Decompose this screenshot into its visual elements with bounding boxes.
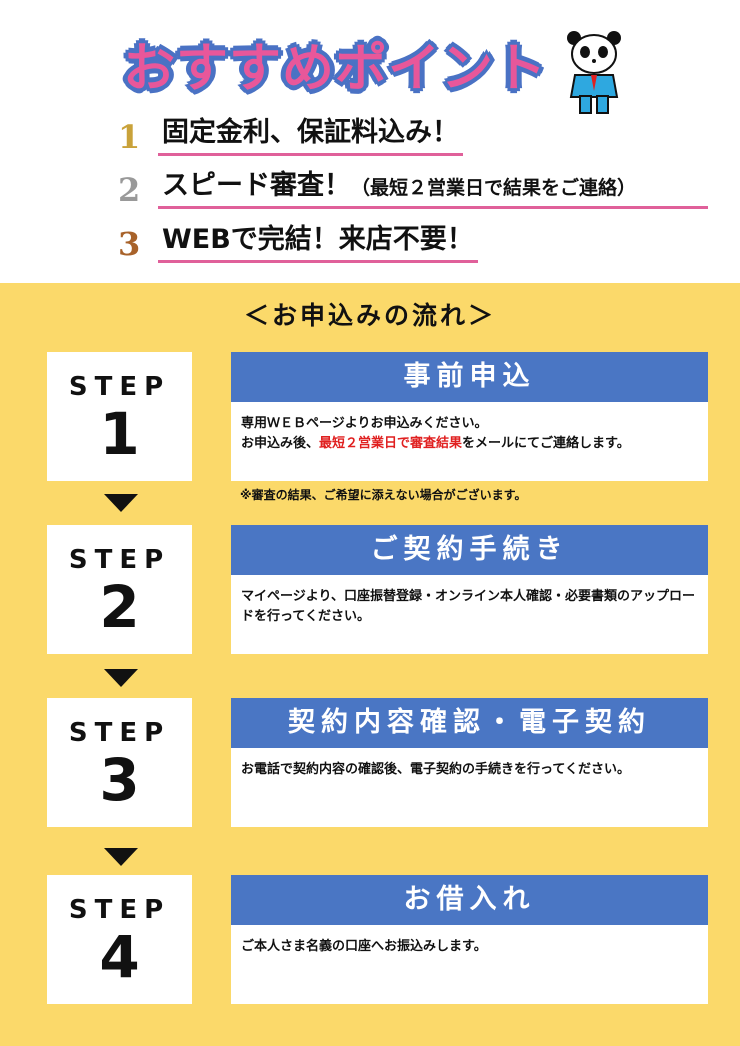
step-body: ご本人さま名義の口座へお振込みします。 xyxy=(241,939,487,954)
point-text-main: スピード審査！ xyxy=(162,170,351,201)
step-4-badge: STEP 4 xyxy=(47,875,192,1004)
point-text: WEBで完結！来店不要！ xyxy=(158,217,478,263)
step-number: 1 xyxy=(99,400,140,468)
point-number: 1 xyxy=(118,118,141,156)
text: をメールにてご連絡します。 xyxy=(462,436,630,451)
point-1: 1 固定金利、保証料込み！ xyxy=(118,110,463,156)
step-1-badge: STEP 1 xyxy=(47,352,192,481)
step-body: マイページより、口座振替登録・オンライン本人確認・必要書類のアップロードを行って… xyxy=(241,589,695,624)
step-1-card: 事前申込 専用ＷＥＢページよりお申込みください。 お申込み後、最短２営業日で審査… xyxy=(231,352,708,481)
step-2-badge: STEP 2 xyxy=(47,525,192,654)
step-label: STEP xyxy=(68,372,171,402)
step-3-badge: STEP 3 xyxy=(47,698,192,827)
point-text: 固定金利、保証料込み！ xyxy=(158,110,463,156)
flow-title: ＜お申込みの流れ＞ xyxy=(243,301,496,330)
down-arrow-icon xyxy=(104,669,138,687)
point-note: （最短２営業日で結果をご連絡） xyxy=(351,177,637,199)
step-label: STEP xyxy=(68,545,171,575)
point-number: 3 xyxy=(118,225,141,263)
step-number: 3 xyxy=(99,746,140,814)
point-number: 2 xyxy=(118,171,141,209)
step-label: STEP xyxy=(68,895,171,925)
step-body: お電話で契約内容の確認後、電子契約の手続きを行ってください。 xyxy=(241,762,630,777)
step-body: 専用ＷＥＢページよりお申込みください。 お申込み後、最短２営業日で審査結果をメー… xyxy=(231,402,708,466)
step-number: 2 xyxy=(99,573,140,641)
highlight-text: 最短２営業日で審査結果 xyxy=(319,436,463,451)
step-title: ご契約手続き xyxy=(231,525,708,575)
point-2: 2 スピード審査！（最短２営業日で結果をご連絡） xyxy=(118,163,708,209)
panda-mascot-icon xyxy=(567,31,621,114)
step-3-card: 契約内容確認・電子契約 お電話で契約内容の確認後、電子契約の手続きを行ってくださ… xyxy=(231,698,708,827)
point-text: スピード審査！（最短２営業日で結果をご連絡） xyxy=(158,163,708,209)
step-body-line: お申込み後、最短２営業日で審査結果をメールにてご連絡します。 xyxy=(241,434,698,454)
step-number: 4 xyxy=(99,923,140,991)
step-title: 契約内容確認・電子契約 xyxy=(231,698,708,748)
step-4-card: お借入れ ご本人さま名義の口座へお振込みします。 xyxy=(231,875,708,1004)
down-arrow-icon xyxy=(104,494,138,512)
step-label: STEP xyxy=(68,718,171,748)
step-title: お借入れ xyxy=(231,875,708,925)
down-arrow-icon xyxy=(104,848,138,866)
step-body-line: 専用ＷＥＢページよりお申込みください。 xyxy=(241,416,488,431)
step-title: 事前申込 xyxy=(231,352,708,402)
screening-note: ※審査の結果、ご希望に添えない場合がございます。 xyxy=(240,488,527,502)
text: お申込み後、 xyxy=(241,436,320,451)
step-2-card: ご契約手続き マイページより、口座振替登録・オンライン本人確認・必要書類のアップ… xyxy=(231,525,708,654)
page-title: おすすめポイント xyxy=(122,38,547,100)
point-3: 3 WEBで完結！来店不要！ xyxy=(118,217,478,263)
